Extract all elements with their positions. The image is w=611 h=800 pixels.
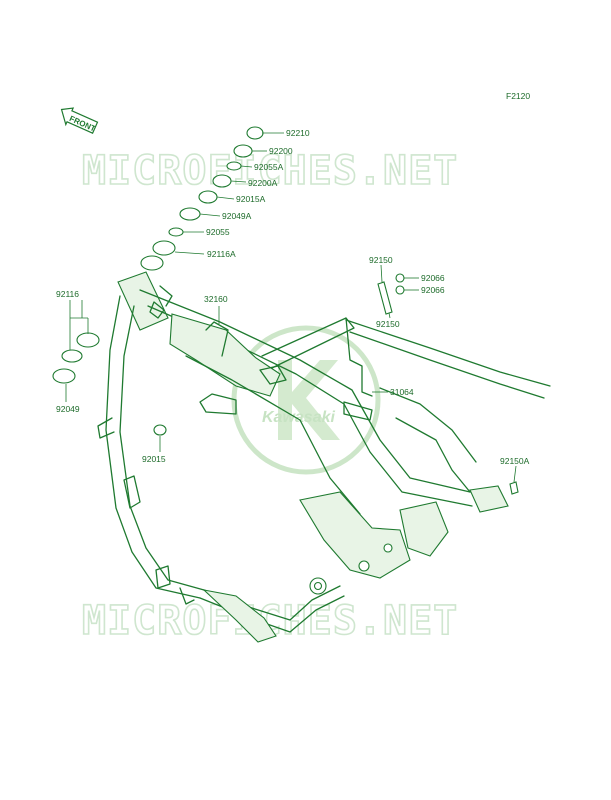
front-arrow-icon: FRONT — [60, 107, 99, 134]
part-label-92150-top: 92150 — [369, 255, 393, 265]
part-label-92150-bottom: 92150 — [376, 319, 400, 329]
part-label-92049a: 92049A — [222, 211, 252, 221]
part-label-31064: 31064 — [390, 387, 414, 397]
part-label-92055: 92055 — [206, 227, 230, 237]
part-label-92015: 92015 — [142, 454, 166, 464]
leader-lines — [65, 132, 517, 483]
part-label-92200a: 92200A — [248, 178, 278, 188]
part-label-92150a: 92150A — [500, 456, 530, 466]
part-label-92066-top: 92066 — [421, 273, 445, 283]
part-label-92116a: 92116A — [207, 249, 236, 259]
part-label-92015a: 92015A — [236, 194, 266, 204]
kawasaki-logo: Kawasaki — [231, 325, 381, 475]
logo-text: Kawasaki — [262, 409, 335, 426]
part-label-92200: 92200 — [269, 146, 293, 156]
steering-bearing-stack — [52, 126, 264, 436]
part-label-92066-bottom: 92066 — [421, 285, 445, 295]
part-label-92049: 92049 — [56, 404, 80, 414]
part-label-92055a: 92055A — [254, 162, 284, 172]
bolts-and-nuts — [377, 273, 519, 495]
part-labels: 92210 92200 92055A 92200A 92015A 92049A … — [56, 128, 530, 466]
motorcycle-frame — [97, 271, 551, 643]
part-label-92116: 92116 — [56, 289, 79, 299]
watermark-top: MICROFICHES.NET — [82, 148, 458, 194]
part-label-92210: 92210 — [286, 128, 310, 138]
part-label-32160: 32160 — [204, 294, 228, 304]
figure-code: F2120 — [506, 91, 530, 101]
